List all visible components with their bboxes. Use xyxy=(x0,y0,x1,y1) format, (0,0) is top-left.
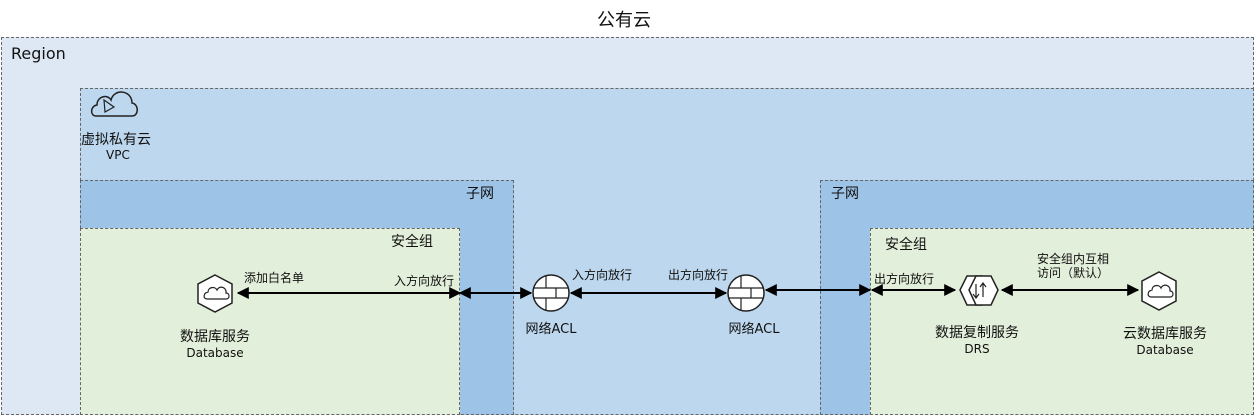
region-label: Region xyxy=(11,44,66,63)
acl-right-name: 网络ACL xyxy=(728,322,780,337)
acl-left-name: 网络ACL xyxy=(525,322,577,337)
edge-label-intra-sg-1: 安全组内互相 xyxy=(1037,252,1110,266)
clouddb-sub: Database xyxy=(1136,343,1194,357)
edge-label-inbound-sg-left: 入方向放行 xyxy=(394,274,455,288)
subnet-right-label: 子网 xyxy=(831,186,859,202)
security-group-right-label: 安全组 xyxy=(885,237,927,253)
edge-label-outbound-sg-right: 出方向放行 xyxy=(874,272,935,286)
edge-label-inbound-acl: 入方向放行 xyxy=(572,268,633,282)
database-cloud-icon xyxy=(1141,271,1177,311)
vpc-name: 虚拟私有云 xyxy=(81,132,151,148)
clouddb-name: 云数据库服务 xyxy=(1123,326,1207,342)
drs-name: 数据复制服务 xyxy=(935,325,1019,341)
diagram-title: 公有云 xyxy=(597,10,651,31)
acl-disk-icon xyxy=(532,274,570,312)
security-group-right xyxy=(870,228,1254,415)
security-group-left xyxy=(80,228,460,415)
edge-label-whitelist: 添加白名单 xyxy=(244,271,305,285)
edge-label-intra-sg-2: 访问（默认） xyxy=(1037,266,1110,280)
subnet-left-label: 子网 xyxy=(466,186,494,202)
drs-sub: DRS xyxy=(964,342,990,356)
replication-icon xyxy=(959,275,999,306)
edge-label-outbound-acl: 出方向放行 xyxy=(668,268,729,282)
database-name: 数据库服务 xyxy=(180,329,250,345)
database-sub: Database xyxy=(186,346,244,360)
database-cloud-icon xyxy=(197,274,233,313)
vpc-abbr: VPC xyxy=(106,148,130,162)
cloud-vpc-icon xyxy=(90,91,138,117)
acl-disk-icon xyxy=(727,274,765,312)
security-group-left-label: 安全组 xyxy=(391,234,433,250)
